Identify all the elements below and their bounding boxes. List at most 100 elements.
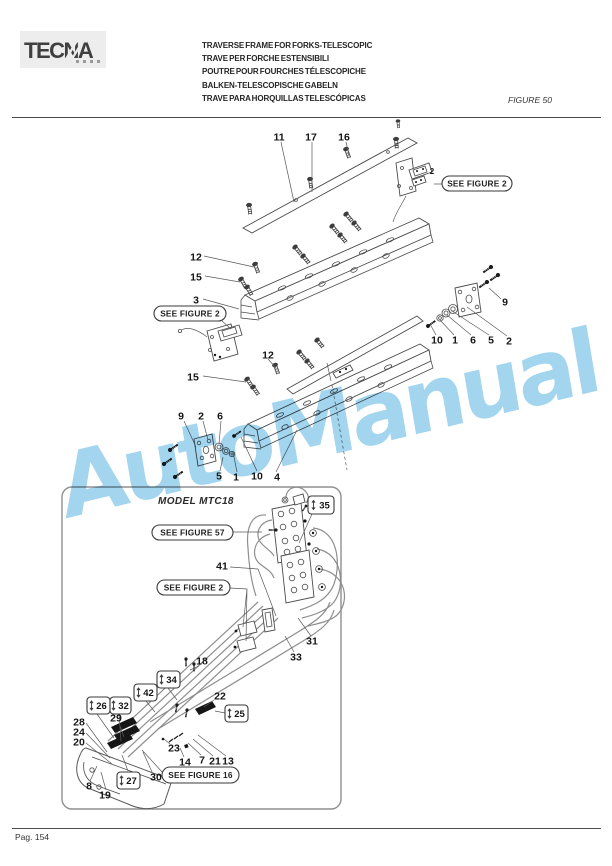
reference-line bbox=[326, 362, 332, 382]
boxed-label-34: 34 bbox=[156, 670, 181, 689]
top-plate bbox=[242, 137, 418, 234]
part-label: 4 bbox=[274, 472, 280, 484]
svg-text:27: 27 bbox=[126, 776, 137, 787]
part-label: 15 bbox=[190, 272, 202, 284]
part-label: 5 bbox=[488, 335, 494, 347]
title-line-it: TRAVE PER FORCHE ESTENSIBILI bbox=[202, 54, 329, 64]
valve-block bbox=[268, 493, 326, 604]
footer-rule bbox=[12, 828, 601, 829]
hose-clamps bbox=[107, 607, 276, 749]
boxed-label-42: 42 bbox=[133, 683, 158, 702]
part-label: 8 bbox=[86, 781, 92, 793]
rail-holes bbox=[277, 237, 395, 301]
part-label: 12 bbox=[190, 252, 202, 264]
part-label: 2 bbox=[198, 411, 204, 423]
rail-flange bbox=[256, 234, 434, 320]
clamp-strip bbox=[107, 733, 133, 749]
callout-see-figure-2-left: SEE FIGURE 2 bbox=[153, 305, 227, 322]
boxed-label-32: 32 bbox=[109, 696, 132, 715]
part-label: 33 bbox=[290, 652, 302, 664]
part-label: 28 bbox=[73, 717, 85, 729]
plate-hole bbox=[386, 150, 390, 154]
boxed-label-35: 35 bbox=[307, 495, 335, 515]
title-block: TRAVERSE FRAME FOR FORKS-TELESCOPIC TRAV… bbox=[202, 39, 372, 105]
callout-see-figure-2-top: SEE FIGURE 2 bbox=[441, 175, 513, 192]
part-label: 10 bbox=[251, 471, 263, 483]
lower-beam-assembly bbox=[242, 315, 434, 471]
mount-plate bbox=[193, 433, 217, 467]
callout-text: SEE FIGURE 57 bbox=[160, 527, 225, 537]
logo-dots bbox=[76, 60, 100, 63]
bracket-top-right bbox=[392, 157, 433, 223]
beam-holes bbox=[275, 364, 393, 430]
title-line-de: BALKEN-TELESCOPISCHE GABELN bbox=[202, 80, 338, 90]
part-label: 3 bbox=[193, 295, 199, 307]
top-plate-assembly bbox=[242, 118, 418, 234]
part-label: 30 bbox=[150, 772, 162, 784]
part-label: 1 bbox=[233, 472, 239, 484]
svg-text:34: 34 bbox=[166, 675, 177, 686]
spring-wire bbox=[181, 328, 208, 338]
callout-text: SEE FIGURE 2 bbox=[160, 308, 220, 318]
part-label: 31 bbox=[306, 636, 318, 648]
beam-top-face bbox=[247, 343, 430, 431]
model-box-frame bbox=[61, 486, 342, 810]
boxed-label-26: 26 bbox=[86, 696, 111, 715]
part-label: 11 bbox=[273, 132, 284, 144]
part-label: 6 bbox=[470, 335, 476, 347]
part-label: 9 bbox=[178, 411, 184, 423]
boxed-label-27: 27 bbox=[116, 771, 141, 790]
slide-pad bbox=[332, 364, 354, 379]
callout-text: SEE FIGURE 2 bbox=[447, 178, 507, 188]
part-label: 14 bbox=[179, 757, 191, 769]
part-label: 5 bbox=[216, 471, 222, 483]
rail-end-channel bbox=[240, 294, 260, 321]
part-label: 20 bbox=[73, 737, 85, 749]
leader-lines bbox=[85, 141, 508, 791]
callout-boxes: SEE FIGURE 2 SEE FIGURE 2 SEE FIGURE 57 … bbox=[151, 175, 513, 784]
part-label: 16 bbox=[338, 132, 350, 144]
part-label: 21 bbox=[209, 756, 221, 768]
boxed-label-25: 25 bbox=[224, 704, 249, 723]
header-rule bbox=[12, 117, 601, 118]
clamp-strip bbox=[195, 701, 216, 715]
callout-see-figure-16: SEE FIGURE 16 bbox=[161, 766, 240, 784]
clamp-strip bbox=[111, 717, 137, 733]
part-label: 18 bbox=[196, 656, 208, 668]
part-label: 6 bbox=[217, 411, 223, 423]
part-label: 2 bbox=[506, 336, 512, 348]
left-mount-group bbox=[160, 429, 243, 481]
title-line-en: TRAVERSE FRAME FOR FORKS-TELESCOPIC bbox=[202, 41, 373, 50]
mount-plate bbox=[454, 282, 482, 318]
svg-text:35: 35 bbox=[319, 501, 330, 512]
fastener-screws-lower bbox=[242, 336, 326, 397]
part-label: 1 bbox=[452, 335, 458, 347]
logo-n-stripes bbox=[65, 38, 85, 60]
right-mount-group bbox=[425, 263, 502, 329]
valve-ports bbox=[309, 529, 326, 591]
tecna-logo: TECNA bbox=[20, 31, 106, 68]
part-label: 41 bbox=[216, 561, 228, 573]
flat-bar bbox=[286, 315, 424, 395]
callout-text: SEE FIGURE 16 bbox=[168, 770, 233, 780]
tecna-logo-graphic: TECNA bbox=[20, 31, 106, 68]
latch-tab bbox=[411, 175, 427, 187]
figure-number: FIGURE 50 bbox=[508, 95, 552, 105]
beam-end-channel bbox=[243, 423, 262, 450]
part-label: 15 bbox=[187, 372, 199, 384]
page-number: Pag. 154 bbox=[15, 832, 50, 842]
part-label: 13 bbox=[222, 756, 234, 768]
part-label: 12 bbox=[262, 350, 274, 362]
plate-hole bbox=[294, 198, 298, 202]
rail-front-face bbox=[254, 223, 432, 313]
beam-flange bbox=[258, 360, 434, 449]
fastener-screws-top bbox=[245, 118, 402, 216]
title-line-es: TRAVE PARA HORQUILLAS TELESCÓPICAS bbox=[202, 93, 366, 103]
bracket-curve-leader bbox=[392, 195, 407, 223]
svg-text:26: 26 bbox=[96, 701, 107, 712]
part-label: 19 bbox=[99, 790, 111, 802]
boxed-part-numbers: 35 34 42 26 32 bbox=[86, 495, 335, 790]
part-label: 17 bbox=[305, 132, 317, 144]
